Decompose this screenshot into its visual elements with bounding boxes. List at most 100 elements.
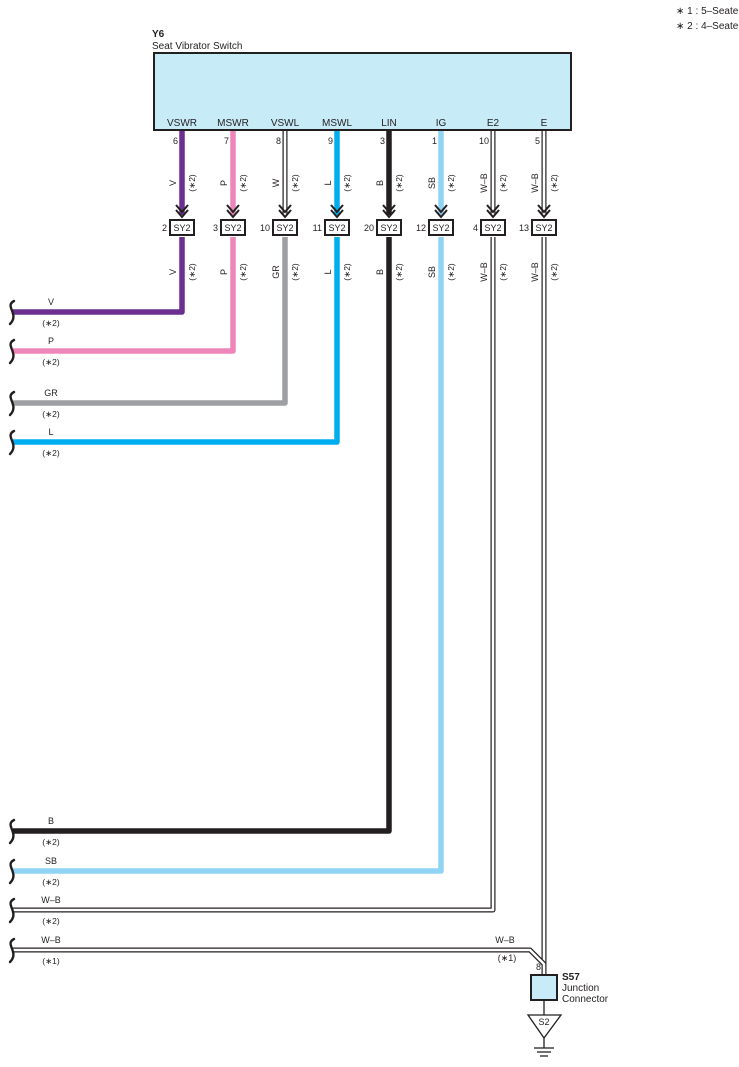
pin-name: E2: [487, 118, 500, 129]
connector-pin: 2: [162, 223, 167, 233]
left-wire-label: B: [48, 816, 54, 826]
pin-name: E: [541, 118, 548, 129]
component-name: Seat Vibrator Switch: [152, 41, 242, 52]
wire-bottom-mark: (∗2): [446, 263, 456, 281]
wire-break-icon: [8, 429, 16, 456]
junction-pin: 8: [536, 962, 541, 972]
left-wire-label: SB: [45, 856, 57, 866]
left-wire-mark: (∗2): [42, 837, 60, 847]
connector-box: [376, 219, 402, 236]
wire-break-icon: [8, 338, 16, 365]
wire-bottom-e2: [13, 237, 496, 913]
component-code: Y6: [152, 29, 165, 40]
wire-bottom-label: L: [323, 269, 333, 274]
wire-top-mark: (∗2): [394, 174, 404, 192]
pin-number: 7: [224, 136, 229, 146]
wire-bottom-vswl: [13, 237, 288, 406]
wire-top-label: W–B: [530, 173, 540, 193]
chevron-down-icon: [434, 204, 448, 219]
left-wire-mark: (∗2): [42, 877, 60, 887]
wire-top-label: W: [271, 178, 281, 187]
connector-label: SY2: [484, 223, 501, 233]
wire-bottom-mswr: [13, 237, 236, 354]
left-wire-label: V: [48, 297, 54, 307]
connector-label: SY2: [328, 223, 345, 233]
junction-wire-label: W–B: [495, 935, 515, 945]
wire-bottom-label: GR: [271, 265, 281, 279]
ground-label: S2: [538, 1017, 549, 1027]
chevron-down-icon: [175, 204, 189, 219]
wire-bottom-label: P: [219, 269, 229, 275]
left-wire-label: W–B: [41, 895, 61, 905]
wire-bottom-label: SB: [427, 266, 437, 278]
connector-pin: 4: [473, 223, 478, 233]
pin-number: 8: [276, 136, 281, 146]
pin-name: LIN: [381, 118, 397, 129]
wire-bottom-mark: (∗2): [187, 263, 197, 281]
connector-box: [531, 219, 557, 236]
left-wire-8: W–B(∗1): [8, 935, 61, 966]
connector-pin: 11: [313, 223, 322, 233]
pin-number: 3: [380, 136, 385, 146]
wire-top-mark: (∗2): [238, 174, 248, 192]
legend-item-2: ∗ 2 : 4–Seater: [676, 21, 739, 32]
wire-top-label: V: [168, 180, 178, 186]
wire-break-icon: [8, 390, 16, 417]
wire-top-mark: (∗2): [446, 174, 456, 192]
connector-label: SY2: [432, 223, 449, 233]
left-wire-3: GR(∗2): [8, 388, 60, 419]
left-wire-4: L(∗2): [8, 427, 60, 458]
connector-pin: 20: [364, 223, 374, 233]
pin-name: VSWL: [271, 118, 300, 129]
connector-box: [272, 219, 298, 236]
pin-number: 6: [173, 136, 178, 146]
connector-pin: 10: [260, 223, 270, 233]
left-wire-labels: V (∗2) P(∗2) GR(∗2) L(∗2) B (∗2) SB (∗2) W–B (∗2) W…: [8, 297, 61, 966]
junction-line2: Connector: [562, 994, 609, 1005]
pin-number: 5: [535, 136, 540, 146]
left-wire-2: P(∗2): [8, 336, 60, 367]
connector-pin: 12: [416, 223, 426, 233]
legend-item-1: ∗ 1 : 5–Seater: [676, 6, 739, 17]
wire-bottom-mark: (∗2): [394, 263, 404, 281]
pins: VSWR6V(∗2)SY22V(∗2)MSWR7P(∗2)SY23P(∗2)VS…: [162, 118, 559, 282]
pin-name: MSWR: [217, 118, 249, 129]
wire-top-mark: (∗2): [342, 174, 352, 192]
left-wire-1: V (∗2): [8, 297, 60, 328]
wire-bottom-ig: [13, 237, 444, 874]
wire-bottom-mark: (∗2): [498, 263, 508, 281]
wire-break-icon: [8, 937, 16, 964]
connector-label: SY2: [535, 223, 552, 233]
legend: ∗ 1 : 5–Seater ∗ 2 : 4–Seater: [676, 6, 739, 32]
junction-line1: Junction: [562, 983, 599, 994]
seat-vibrator-switch-box: [153, 52, 572, 131]
wire-bottom-label: W–B: [530, 262, 540, 282]
connector-pin: 3: [213, 223, 218, 233]
wire-bottom-mark: (∗2): [238, 263, 248, 281]
wire-break-icon: [8, 818, 16, 845]
junction-wire-mark: (∗1): [498, 953, 517, 963]
left-wire-mark: (∗2): [42, 318, 60, 328]
left-wire-6: SB (∗2): [8, 856, 60, 887]
chevron-down-icon: [226, 204, 240, 219]
wire-bottom-mark: (∗2): [549, 263, 559, 281]
left-wire-label: GR: [44, 388, 58, 398]
wire-break-icon: [8, 897, 16, 924]
junction-code: S57: [562, 972, 580, 983]
connector-box: [169, 219, 195, 236]
chevron-down-icon: [382, 204, 396, 219]
wire-bottom-vswr: [13, 237, 185, 315]
wire-top-mark: (∗2): [290, 174, 300, 192]
pin-name: VSWR: [167, 118, 197, 129]
wire-top-label: SB: [427, 177, 437, 189]
left-wire-mark: (∗2): [42, 916, 60, 926]
wires: [13, 130, 547, 975]
pin-number: 10: [479, 136, 489, 146]
